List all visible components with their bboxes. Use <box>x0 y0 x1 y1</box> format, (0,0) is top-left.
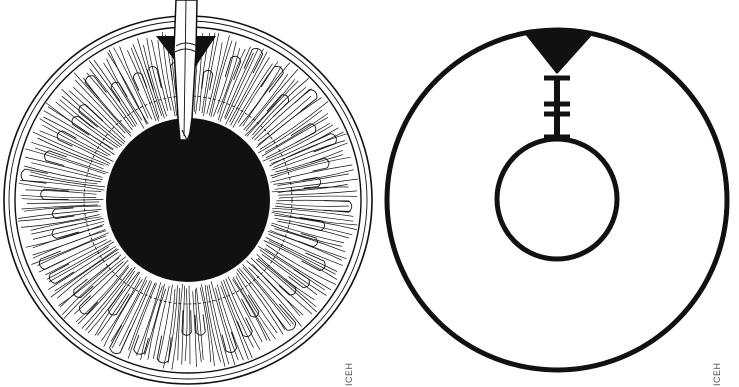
iris-fiber <box>278 174 349 186</box>
iris-fiber <box>272 223 345 243</box>
iris-fiber <box>221 282 252 359</box>
iris-fiber <box>55 249 117 292</box>
iris-crypt <box>261 66 283 92</box>
iris-fiber <box>218 48 240 113</box>
pupil <box>106 118 270 282</box>
iris-crypt <box>302 253 326 271</box>
iris-crypt <box>111 82 127 101</box>
iris-fiber <box>246 69 298 131</box>
iris-fiber <box>224 280 254 348</box>
iris-fiber <box>21 205 97 209</box>
iris-fiber <box>148 289 166 360</box>
iris-crypt <box>52 208 74 219</box>
iris-fiber <box>276 203 349 206</box>
iris-fiber <box>185 289 187 362</box>
iris-fiber <box>178 284 183 360</box>
iris-fiber <box>249 267 302 326</box>
triangle-marker <box>526 33 592 72</box>
iris-fiber <box>263 125 333 161</box>
iris-fiber <box>21 195 97 197</box>
inner-circle-pupil <box>497 139 617 259</box>
iris-fiber <box>275 206 351 211</box>
iris-crypt <box>298 218 324 231</box>
iris-fiber <box>269 134 346 166</box>
credit-label-right: ICEH <box>712 362 722 386</box>
iris-fiber <box>258 258 316 307</box>
iris-fiber <box>172 288 180 370</box>
iris-fiber <box>215 288 238 360</box>
iris-fiber <box>201 284 214 366</box>
iris-fiber <box>211 41 232 118</box>
iris-fiber <box>189 285 190 364</box>
iris-fiber <box>272 212 358 225</box>
iris-fiber <box>60 100 121 147</box>
iris-pupil-illustration <box>4 0 372 384</box>
iris-fiber <box>31 233 108 265</box>
iris-fiber <box>279 196 357 198</box>
iris-crypt <box>79 296 97 314</box>
iris-fiber <box>251 258 312 314</box>
iris-fiber <box>62 96 122 146</box>
iris-fiber <box>119 280 150 346</box>
iris-fiber <box>31 163 102 180</box>
iris-fiber <box>27 202 99 204</box>
credit-label-left: ICEH <box>344 362 354 386</box>
iris-fiber <box>271 165 353 182</box>
iris-schematic <box>387 30 727 370</box>
iris-fiber <box>31 142 103 169</box>
iris-fiber <box>94 60 137 125</box>
iris-fiber <box>86 267 136 330</box>
iris-fiber <box>258 96 311 141</box>
suture-ladder <box>544 76 570 140</box>
iris-crypt <box>109 290 130 315</box>
iris-fiber <box>275 150 343 172</box>
iris-fiber <box>260 101 328 149</box>
iris-crypt <box>267 95 289 117</box>
iris-fiber <box>73 87 125 138</box>
iris-crypt <box>133 73 147 91</box>
